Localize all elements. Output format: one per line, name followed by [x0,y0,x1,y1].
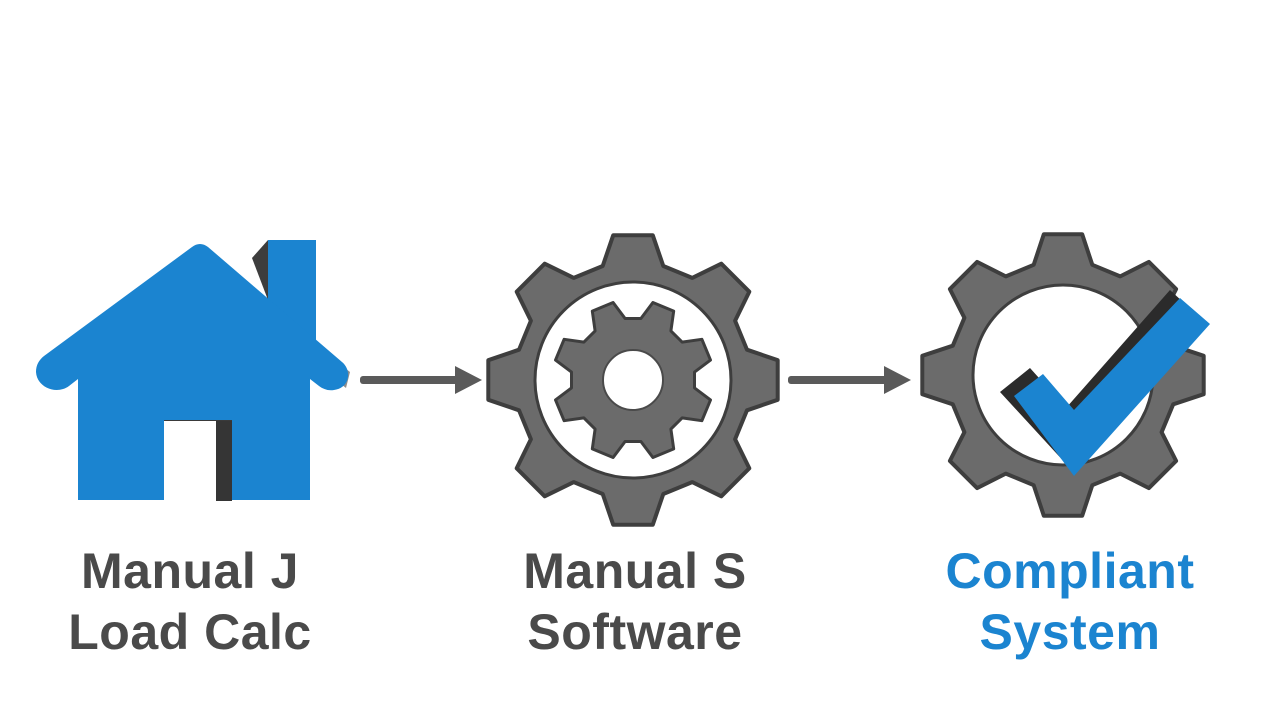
step-label-line1: Manual S [523,543,747,599]
gear-icon [486,233,780,527]
step-label-compliant-system: Compliant System [890,541,1250,663]
step-label-line2: System [979,604,1161,660]
house-icon [36,240,350,501]
arrow-right-icon [788,366,911,394]
step-label-line1: Manual J [81,543,299,599]
checkmark-icon [1014,298,1210,476]
step-label-line1: Compliant [945,543,1195,599]
step-label-load-calc: Manual J Load Calc [10,541,370,663]
step-label-software: Manual S Software [455,541,815,663]
gear-check-icon [920,232,1210,518]
step-label-line2: Software [527,604,743,660]
arrow-right-icon [360,366,482,394]
step-label-line2: Load Calc [68,604,312,660]
